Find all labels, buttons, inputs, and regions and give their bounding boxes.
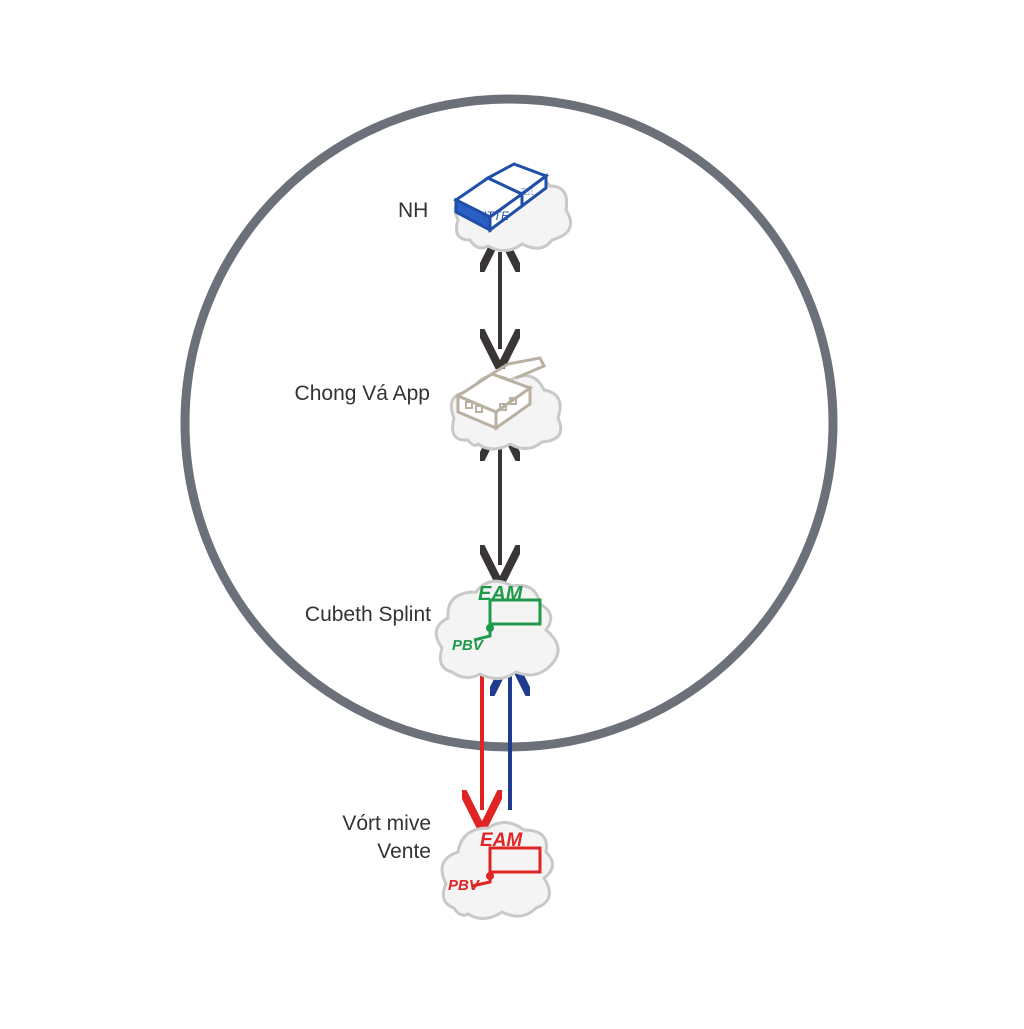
network-device-icon: ITTE ⎍⎍	[453, 162, 550, 233]
eam-label: EAM	[478, 583, 524, 605]
node-label-chong: Chong Vá App	[294, 382, 430, 405]
pbv-label: PBV	[452, 637, 485, 654]
pbv-label-red: PBV	[448, 877, 481, 894]
eam-pbv-icon-red: EAM PBV	[448, 830, 542, 894]
svg-text:ITTE: ITTE	[483, 209, 510, 223]
node-label-cubeth: Cubeth Splint	[304, 603, 431, 626]
node-label-vort-line1: Vórt mive	[342, 812, 431, 835]
eam-label-red: EAM	[480, 830, 523, 851]
server-rack-icon	[454, 356, 547, 431]
svg-text:⎍⎍: ⎍⎍	[520, 187, 534, 198]
node-label-nh: NH	[398, 199, 429, 222]
node-label-vort-line2: Vente	[377, 840, 431, 863]
eam-pbv-icon: EAM PBV	[452, 583, 542, 654]
